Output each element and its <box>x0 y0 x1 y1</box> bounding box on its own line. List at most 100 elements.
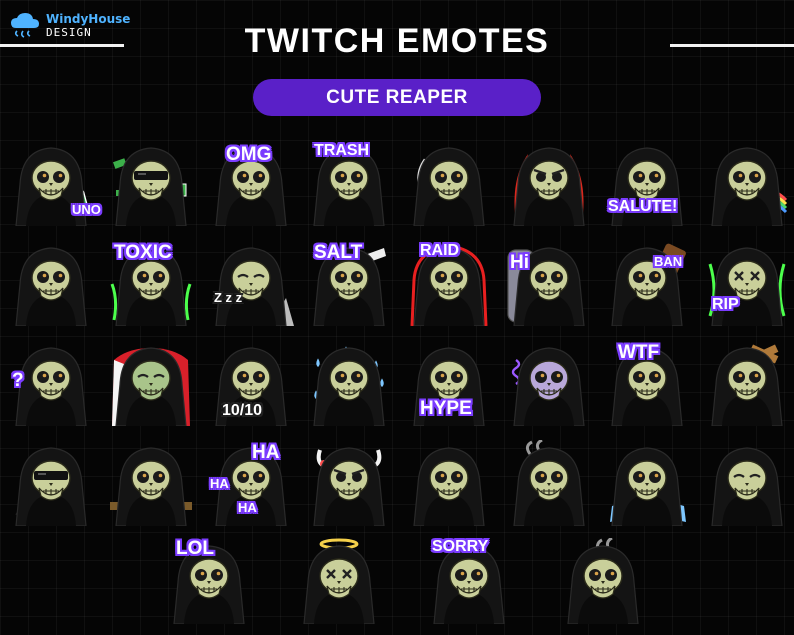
emote-caption: WTF <box>618 342 660 363</box>
emote-caption: UNO <box>72 202 101 217</box>
emote-sleep[interactable]: Z z z <box>208 240 294 326</box>
emote-ramen[interactable] <box>560 538 646 624</box>
sick-icon <box>112 347 190 426</box>
rainbow-icon <box>711 147 788 226</box>
emote-raid[interactable]: RAID <box>406 240 492 326</box>
sleep-icon <box>215 247 294 326</box>
brand-name: WindyHouse <box>46 11 131 26</box>
score-icon <box>215 347 287 426</box>
emote-toxic[interactable]: TOXIC <box>108 240 194 326</box>
tongue-icon <box>413 447 485 526</box>
emote-caption: SALUTE! <box>608 198 678 215</box>
emote-hurt[interactable] <box>704 340 790 426</box>
haha-icon <box>215 447 287 526</box>
hype-icon <box>413 347 485 426</box>
emote-caption-small: HA <box>238 500 257 515</box>
emote-shiver[interactable] <box>704 440 790 526</box>
brand-sub: DESIGN <box>46 25 92 39</box>
emote-caption: RAID <box>420 242 460 259</box>
lol-icon <box>173 545 245 624</box>
shiver-icon <box>711 447 783 526</box>
emote-coffee[interactable] <box>8 240 94 326</box>
peek-icon <box>110 447 192 526</box>
emote-caption: ? <box>12 370 24 391</box>
emote-salt[interactable]: SALT <box>306 240 392 326</box>
emote-noodles[interactable] <box>506 440 592 526</box>
money-icon <box>112 147 187 226</box>
title-rule-right <box>670 44 794 47</box>
emote-row: ? 10/10 HYPE WTF <box>0 340 794 432</box>
cry-icon <box>610 447 686 526</box>
emote-trash[interactable]: TRASH <box>306 140 392 226</box>
toxic-icon <box>110 247 192 326</box>
rage-icon <box>513 147 585 226</box>
cloud-icon <box>11 13 39 38</box>
emote-caption: OMG <box>226 144 272 165</box>
emote-caption-small: HA <box>210 476 229 491</box>
emote-caption: HA <box>252 442 280 463</box>
emote-tongue[interactable] <box>406 440 492 526</box>
title-rule-left <box>0 44 124 47</box>
emote-wtf[interactable]: WTF <box>604 340 690 426</box>
dizzy-icon <box>511 347 585 426</box>
emote-hi[interactable]: Hi <box>506 240 592 326</box>
emote-caption: 10/10 <box>222 402 263 419</box>
salute-icon <box>611 147 683 226</box>
emote-caption: LOL <box>176 538 214 559</box>
emote-row: TOXIC Z z z SALT RAID Hi BAN RIP <box>0 240 794 332</box>
emote-cool[interactable] <box>8 440 94 526</box>
emote-salute[interactable]: SALUTE! <box>604 140 690 226</box>
omg-icon <box>215 147 287 226</box>
emote-rainbow[interactable] <box>704 140 790 226</box>
emote-dizzy[interactable] <box>506 340 592 426</box>
emote-ban[interactable]: BAN <box>604 240 690 326</box>
emote-row: HA HA HA <box>0 440 794 532</box>
emote-money[interactable] <box>108 140 194 226</box>
salt-icon <box>313 247 386 326</box>
emote-caption: Z z z <box>214 290 243 305</box>
cool-icon <box>15 447 87 526</box>
emote-row: UNO OMG TRASH SALUTE! <box>0 140 794 232</box>
raid-icon <box>410 244 488 326</box>
emote-angel[interactable] <box>296 538 382 624</box>
emote-caption: RIP <box>712 296 739 313</box>
subtitle-pill: CUTE REAPER <box>253 79 541 116</box>
logo: WindyHouse DESIGN <box>8 10 130 40</box>
sorry-icon <box>433 545 505 624</box>
emote-hype[interactable]: HYPE <box>406 340 492 426</box>
emote-caption: SORRY <box>432 538 489 555</box>
emote-score[interactable]: 10/10 <box>208 340 294 426</box>
emote-lol[interactable]: LOL <box>166 538 252 624</box>
angry-icon <box>313 447 385 526</box>
emote-caption: HYPE <box>420 398 472 419</box>
emote-rage[interactable] <box>506 140 592 226</box>
ban-icon <box>611 243 686 326</box>
rip-icon <box>708 247 786 326</box>
emote-confused[interactable]: ? <box>8 340 94 426</box>
emote-uno[interactable]: UNO <box>8 140 101 226</box>
emote-cry[interactable] <box>604 440 690 526</box>
wtf-icon <box>611 347 683 426</box>
emote-peek[interactable] <box>108 440 194 526</box>
emote-caption: Hi <box>510 252 529 273</box>
emote-scythe[interactable] <box>406 140 492 226</box>
hi-icon <box>507 247 585 326</box>
emote-caption: TOXIC <box>114 242 172 263</box>
rain-icon <box>313 346 385 426</box>
page-title: TWITCH EMOTES <box>244 22 550 60</box>
emote-omg[interactable]: OMG <box>208 140 294 226</box>
emote-sorry[interactable]: SORRY <box>426 538 512 624</box>
trash-icon <box>313 147 385 226</box>
hurt-icon <box>711 344 783 426</box>
confused-icon <box>15 347 87 426</box>
emote-sick[interactable] <box>108 340 194 426</box>
emote-rain[interactable] <box>306 340 392 426</box>
noodles-icon <box>513 440 585 526</box>
coffee-icon <box>15 247 87 326</box>
emote-caption: TRASH <box>314 142 370 159</box>
uno-icon <box>15 147 89 226</box>
emote-haha[interactable]: HA HA HA <box>208 440 294 526</box>
emote-angry[interactable] <box>306 440 392 526</box>
angel-icon <box>303 538 375 624</box>
emote-rip[interactable]: RIP <box>704 240 790 326</box>
